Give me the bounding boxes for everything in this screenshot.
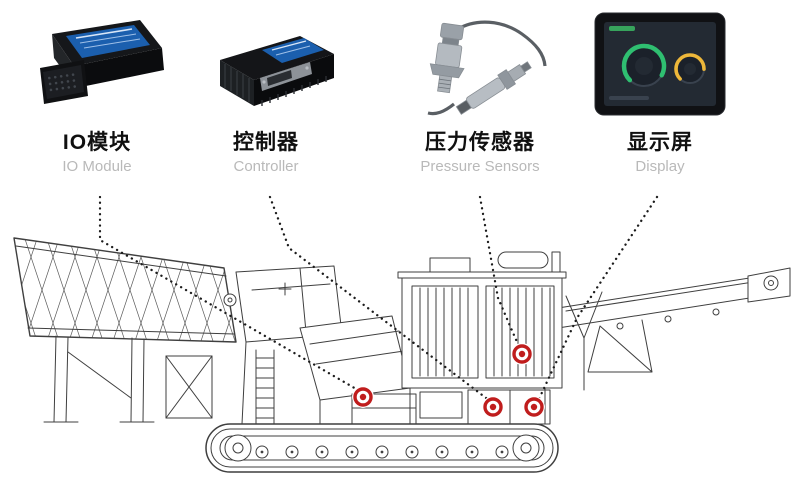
controller-label-zh: 控制器 — [233, 131, 299, 154]
mount-point-markers — [352, 343, 545, 418]
leader-controller — [268, 195, 492, 403]
pressure-sensors-image — [406, 8, 554, 120]
leader-pressure-sensors — [478, 195, 522, 351]
display-label-en: Display — [635, 158, 685, 175]
marker-io-module — [352, 386, 374, 408]
display-image — [586, 8, 734, 120]
component-io-module: IO模块 IO Module — [22, 8, 172, 175]
controller-image — [196, 8, 336, 120]
pressure-sensors-graphic — [427, 20, 547, 116]
io-module-label-en: IO Module — [62, 158, 132, 175]
display-graphic — [594, 12, 726, 116]
component-controller: 控制器 Controller — [196, 8, 336, 175]
component-display: 显示屏 Display — [586, 8, 734, 175]
pressure-sensors-label-zh: 压力传感器 — [425, 131, 535, 154]
io-module-label-zh: IO模块 — [62, 131, 132, 154]
io-module-image — [22, 8, 172, 120]
leader-io-module — [98, 195, 365, 395]
display-label-zh: 显示屏 — [627, 131, 693, 154]
controller-label-en: Controller — [233, 158, 299, 175]
leader-display — [536, 195, 659, 403]
component-pressure-sensors: 压力传感器 Pressure Sensors — [406, 8, 554, 175]
marker-display — [523, 396, 545, 418]
controller-graphic — [220, 36, 334, 106]
machine-illustration — [13, 237, 791, 473]
leader-lines — [98, 195, 659, 403]
pressure-sensors-label-en: Pressure Sensors — [420, 158, 540, 175]
marker-pressure-sensor — [511, 343, 533, 365]
marker-controller — [482, 396, 504, 418]
io-module-graphic — [40, 20, 164, 104]
